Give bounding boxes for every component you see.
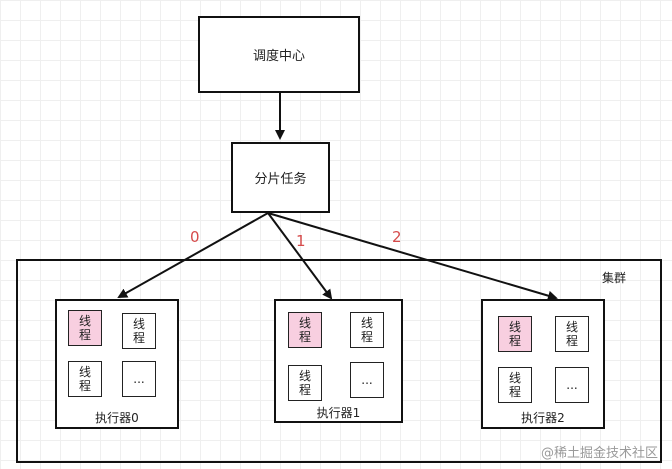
executor-1-label: 执行器1 (316, 406, 361, 420)
thread-cell-label: 线程 (565, 320, 578, 348)
edge-label-2: 2 (392, 228, 402, 246)
watermark: @稀土掘金技术社区 (540, 446, 658, 461)
executor-1: 线程 线程 线程 ... 执行器1 (274, 299, 403, 423)
cluster-container: 集群 (16, 259, 662, 463)
executor-2-label: 执行器2 (521, 411, 565, 425)
ellipsis-cell: ... (555, 367, 589, 403)
executor-0: 线程 线程 线程 ... 执行器0 (55, 299, 179, 429)
scheduler-node: 调度中心 (198, 16, 360, 93)
edge-shard-to-executor-0 (117, 212, 269, 298)
shard-task-node: 分片任务 (231, 142, 330, 213)
shard-task-label: 分片任务 (254, 172, 307, 187)
ellipsis-label: ... (361, 373, 373, 387)
scheduler-label: 调度中心 (252, 49, 305, 64)
thread-cell: 线程 (288, 365, 322, 401)
thread-cell-label: 线程 (508, 320, 521, 348)
thread-cell-label: 线程 (508, 371, 521, 399)
cluster-label: 集群 (601, 271, 626, 285)
edge-label-1: 1 (296, 232, 306, 250)
ellipsis-label: ... (566, 378, 578, 392)
ellipsis-label: ... (133, 372, 145, 386)
thread-cell-label: 线程 (78, 314, 91, 342)
ellipsis-cell: ... (350, 362, 384, 398)
thread-cell-label: 线程 (298, 369, 311, 397)
executor-0-label: 执行器0 (95, 411, 139, 425)
thread-cell: 线程 (122, 313, 156, 349)
edge-shard-to-executor-1 (267, 212, 333, 300)
thread-cell-label: 线程 (360, 316, 373, 344)
thread-cell-label: 线程 (298, 316, 311, 344)
thread-cell: 线程 (555, 316, 589, 352)
thread-cell: 线程 (498, 316, 532, 352)
edge-shard-to-executor-2 (267, 212, 558, 301)
thread-cell: 线程 (350, 312, 384, 348)
thread-cell-label: 线程 (78, 365, 91, 393)
ellipsis-cell: ... (122, 361, 156, 397)
thread-cell: 线程 (498, 367, 532, 403)
thread-cell: 线程 (68, 310, 102, 346)
thread-cell: 线程 (288, 312, 322, 348)
thread-cell-label: 线程 (132, 317, 145, 345)
executor-2: 线程 线程 线程 ... 执行器2 (481, 299, 605, 429)
thread-cell: 线程 (68, 361, 102, 397)
edge-label-0: 0 (190, 228, 200, 246)
